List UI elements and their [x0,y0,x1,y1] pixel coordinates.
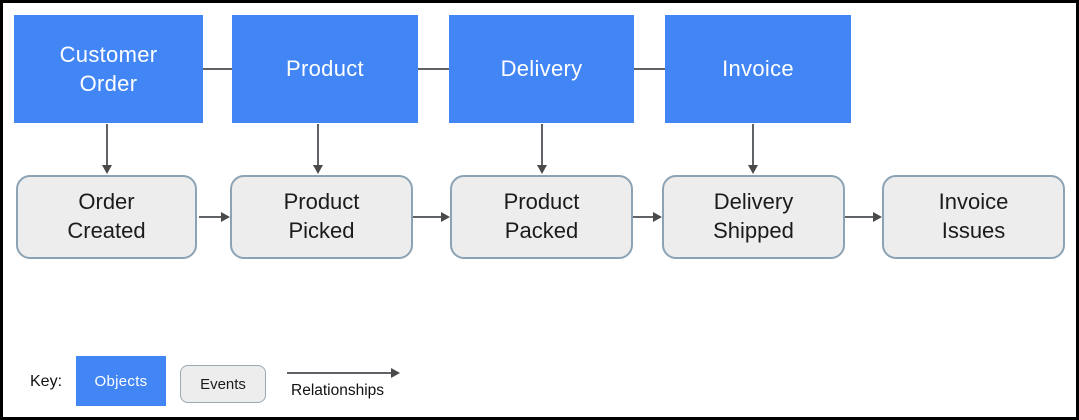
arrowhead-right-icon [221,212,230,222]
arrow-order-created-to-product-picked [199,211,230,223]
event-node-label: Order Created [67,189,146,243]
object-node-product: Product [232,15,418,123]
arrow-delivery-to-product-packed [536,124,548,174]
event-node-product-picked: Product Picked [230,175,413,259]
arrowhead-right-icon [653,212,662,222]
legend-relationship-arrow [287,367,400,379]
arrowhead-down-icon [748,165,758,174]
arrow-line [106,124,108,165]
arrowhead-down-icon [313,165,323,174]
arrowhead-right-icon [873,212,882,222]
event-node-label: Product Packed [503,189,580,243]
arrow-line [845,216,873,218]
arrow-line [633,216,653,218]
legend-title: Key: [30,373,63,390]
arrow-product-packed-to-delivery-shipped [633,211,662,223]
arrow-line [317,124,319,165]
object-node-customer-order: Customer Order [14,15,203,123]
object-node-label: Delivery [500,56,583,82]
event-node-order-created: Order Created [16,175,197,259]
arrowhead-right-icon [441,212,450,222]
event-node-invoice-issues: Invoice Issues [882,175,1065,259]
event-node-label: Product Picked [283,189,360,243]
arrow-product-to-product-picked [312,124,324,174]
arrow-line [413,216,441,218]
event-node-label: Invoice Issues [938,189,1009,243]
arrowhead-right-icon [391,368,400,378]
arrow-line [199,216,221,218]
arrow-line [541,124,543,165]
event-node-delivery-shipped: Delivery Shipped [662,175,845,259]
legend-events-swatch: Events [180,365,266,403]
legend-objects-swatch: Objects [76,356,166,406]
arrow-line [287,372,391,374]
arrowhead-down-icon [537,165,547,174]
event-node-product-packed: Product Packed [450,175,633,259]
arrow-invoice-to-delivery-shipped [747,124,759,174]
event-node-label: Delivery Shipped [713,189,794,243]
arrowhead-down-icon [102,165,112,174]
object-node-label: Product [286,56,364,82]
connector-product-delivery [418,68,449,70]
object-node-label: Customer Order [59,41,158,96]
object-node-delivery: Delivery [449,15,634,123]
legend-objects-label: Objects [94,372,148,390]
connector-customer-order-product [203,68,232,70]
connector-delivery-invoice [634,68,665,70]
legend-relationships-label: Relationships [291,382,385,399]
arrow-product-picked-to-product-packed [413,211,450,223]
arrow-delivery-shipped-to-invoice-issues [845,211,882,223]
arrow-customer-order-to-order-created [101,124,113,174]
arrow-line [752,124,754,165]
object-node-label: Invoice [722,56,794,82]
object-node-invoice: Invoice [665,15,851,123]
legend-events-label: Events [200,375,246,393]
